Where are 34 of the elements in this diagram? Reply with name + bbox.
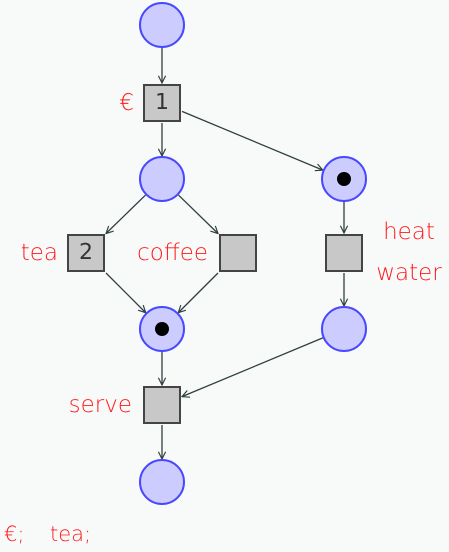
- arrow: [178, 272, 218, 314]
- arrow: [340, 273, 348, 307]
- token-dot: [337, 172, 351, 186]
- arrow: [158, 48, 166, 84]
- transition-box: [143, 386, 181, 424]
- arrow: [158, 123, 166, 157]
- transition-label: serve: [68, 391, 132, 420]
- place-circle: [139, 2, 185, 48]
- transition-label: heat water: [375, 218, 443, 288]
- transition-box: [67, 234, 105, 272]
- transition-box: [219, 234, 257, 272]
- transition-number: 2: [79, 242, 93, 264]
- place-circle: [139, 306, 185, 352]
- arrow: [182, 110, 324, 172]
- arrow: [158, 352, 166, 386]
- arrow: [105, 194, 146, 234]
- transition-label: coffee: [137, 239, 208, 268]
- note-text: tea;: [50, 522, 92, 546]
- transition-number: 1: [155, 92, 169, 114]
- arrow: [178, 194, 219, 234]
- token-dot: [155, 322, 169, 336]
- arrow: [340, 202, 348, 234]
- transition-box: [325, 234, 363, 272]
- arrow: [158, 425, 166, 460]
- place-circle: [321, 156, 367, 202]
- transition-box: [143, 84, 181, 122]
- place-circle: [321, 306, 367, 352]
- place-circle: [139, 459, 185, 505]
- note-text: €;: [4, 522, 24, 546]
- arrow: [106, 272, 146, 314]
- transition-label: tea: [20, 239, 58, 268]
- transition-label: €: [119, 89, 134, 118]
- place-circle: [139, 156, 185, 202]
- arrow: [181, 337, 324, 398]
